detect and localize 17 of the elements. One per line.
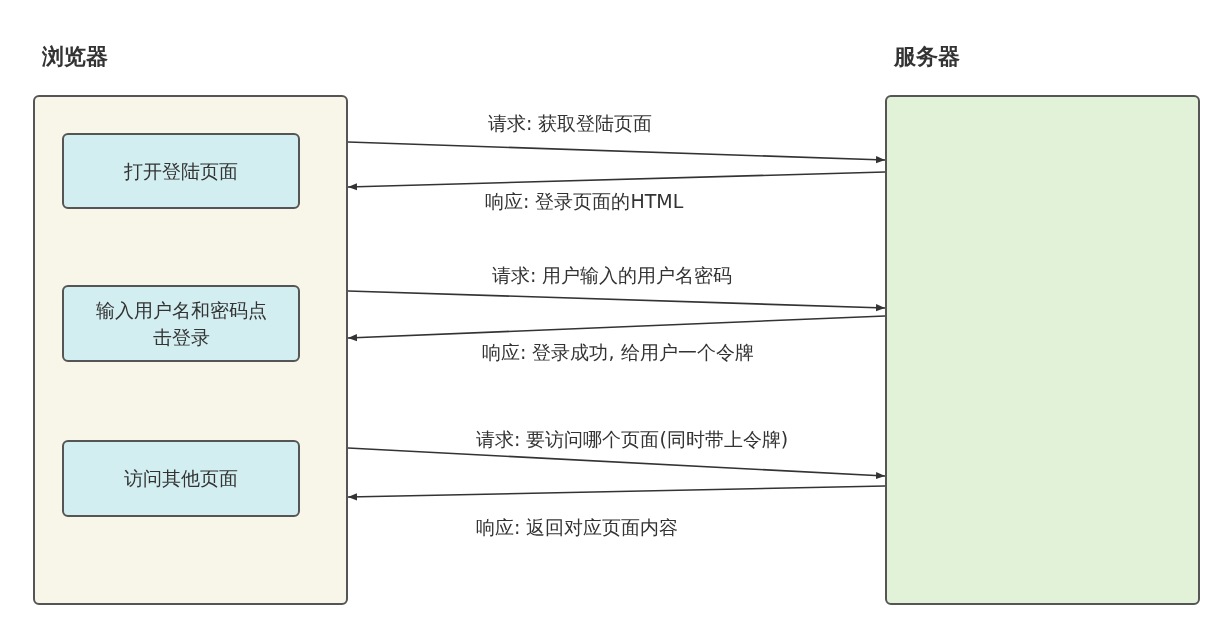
arrow bbox=[347, 447, 886, 480]
arrow bbox=[347, 485, 886, 501]
step-box: 打开登陆页面 bbox=[62, 133, 300, 209]
arrow bbox=[347, 141, 886, 164]
edge-label: 请求: 要访问哪个页面(同时带上令牌) bbox=[476, 427, 789, 452]
column-heading: 服务器 bbox=[894, 43, 960, 71]
step-box: 访问其他页面 bbox=[62, 440, 300, 517]
edge-label: 响应: 登录页面的HTML bbox=[485, 189, 684, 214]
edge-label: 响应: 返回对应页面内容 bbox=[476, 515, 679, 540]
step-box: 输入用户名和密码点击登录 bbox=[62, 285, 300, 362]
arrow bbox=[347, 315, 886, 342]
arrow bbox=[347, 290, 886, 312]
edge-label: 响应: 登录成功, 给用户一个令牌 bbox=[482, 340, 754, 365]
edge-label: 请求: 用户输入的用户名密码 bbox=[492, 263, 733, 288]
edge-label: 请求: 获取登陆页面 bbox=[488, 111, 653, 136]
arrow bbox=[347, 171, 886, 191]
column-heading: 浏览器 bbox=[42, 43, 108, 71]
